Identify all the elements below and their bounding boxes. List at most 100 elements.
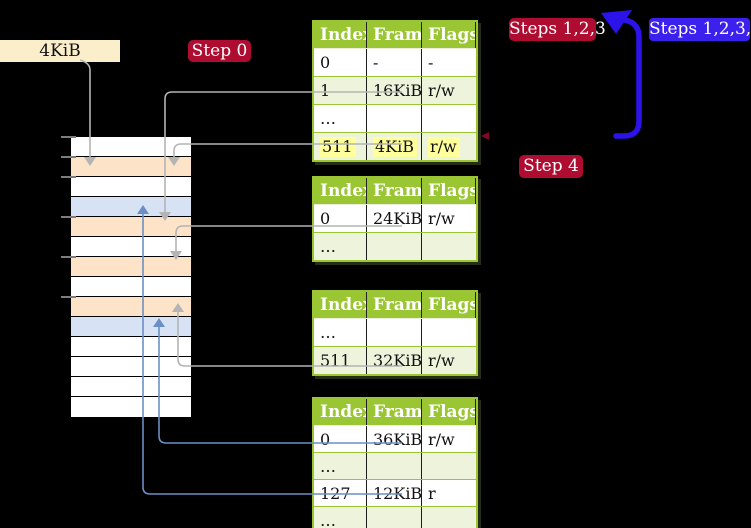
memory-frame-row (71, 397, 191, 417)
column-header: Flags (422, 22, 476, 48)
steps-1-2-3-4-badge: Steps 1,2,3,4 (649, 18, 751, 41)
column-header: Frame (367, 399, 422, 425)
memory-frame-row (71, 137, 191, 157)
table-cell (367, 105, 422, 132)
step-0-badge: Step 0 (188, 40, 251, 62)
address-tick (61, 216, 76, 218)
table-cell: … (314, 105, 367, 132)
memory-frame-row (71, 357, 191, 377)
column-header: Flags (422, 178, 476, 204)
table-cell (422, 233, 476, 260)
address-tick (61, 296, 76, 298)
table-cell: r (428, 483, 436, 503)
table-row: 511 4KiB r/w (314, 133, 476, 160)
memory-frame-row (71, 157, 191, 177)
address-tick (61, 256, 76, 258)
page-table-level-3: IndexFrameFlags024KiBr/w… (312, 176, 478, 262)
table-row: … (314, 233, 476, 260)
table-header-row: IndexFrameFlags (314, 292, 476, 319)
table-cell: r/w (428, 351, 455, 370)
memory-frame-row (71, 297, 191, 317)
column-header: Frame (367, 22, 422, 48)
table-row: … (314, 105, 476, 133)
table-row: … (314, 507, 476, 528)
table-row: 0-- (314, 49, 476, 77)
table-cell: 12KiB (367, 480, 422, 506)
table-cell: 127 (314, 480, 367, 506)
memory-frame-row (71, 237, 191, 257)
address-tick (61, 176, 76, 178)
table-cell: 0 (314, 205, 367, 232)
table-cell: - (367, 49, 422, 76)
column-header: Index (314, 292, 367, 318)
column-header: Index (314, 178, 367, 204)
table-header-row: IndexFrameFlags (314, 399, 476, 426)
table-cell (422, 453, 476, 479)
table-cell: - (428, 53, 434, 72)
table-cell: r/w (422, 133, 476, 160)
table-header-row: IndexFrameFlags (314, 22, 476, 49)
table-cell: 0 (314, 426, 367, 452)
memory-frame-row (71, 197, 191, 217)
table-cell: … (314, 319, 367, 346)
memory-frame-row (71, 177, 191, 197)
table-cell (422, 507, 476, 528)
table-cell: r/w (428, 209, 455, 228)
memory-frame-row (71, 337, 191, 357)
table-cell (367, 453, 422, 479)
memory-frame-row (71, 277, 191, 297)
address-tick (61, 136, 76, 138)
table-cell: 0 (314, 49, 367, 76)
table-cell: 36KiB (367, 426, 422, 452)
column-header: Frame (367, 178, 422, 204)
frame-size-label: 4KiB (0, 40, 120, 62)
steps-flow-arrow (601, 10, 642, 139)
memory-frame-row (71, 257, 191, 277)
highlighted-value: 4KiB (373, 136, 418, 157)
step-4-badge: Step 4 (519, 155, 583, 178)
table-cell: 16KiB (367, 77, 422, 104)
memory-frame-row (71, 217, 191, 237)
table-cell: 511 (314, 347, 367, 374)
highlighted-value: r/w (428, 136, 460, 157)
entry-pointer-tick-icon (481, 132, 489, 140)
column-header: Index (314, 22, 367, 48)
address-tick (61, 156, 76, 158)
table-cell (367, 319, 422, 346)
page-table-level-1: IndexFrameFlags036KiBr/w…12712KiBr… (312, 397, 478, 528)
highlighted-value: 511 (320, 136, 356, 157)
table-cell: … (314, 233, 367, 260)
table-cell: r/w (428, 81, 455, 100)
table-cell: r/w (428, 429, 455, 449)
table-row: … (314, 453, 476, 480)
column-header: Frame (367, 292, 422, 318)
memory-tick-marks (61, 136, 76, 418)
table-header-row: IndexFrameFlags (314, 178, 476, 205)
physical-memory-stack (70, 136, 192, 418)
table-cell (367, 507, 422, 528)
table-cell: 511 (314, 133, 367, 160)
column-header: Flags (422, 399, 476, 425)
column-header: Flags (422, 292, 476, 318)
table-cell (422, 105, 476, 132)
table-cell: … (314, 453, 367, 479)
table-cell: 24KiB (367, 205, 422, 232)
table-cell (367, 233, 422, 260)
steps-flow-arrow-shaft (613, 17, 642, 139)
table-cell (422, 319, 476, 346)
table-cell: 1 (314, 77, 367, 104)
steps-1-2-3-badge: Steps 1,2,3 (509, 18, 606, 41)
table-row: … (314, 319, 476, 347)
table-cell: … (314, 507, 367, 528)
column-header: Index (314, 399, 367, 425)
table-cell: 4KiB (367, 133, 422, 160)
memory-frame-row (71, 377, 191, 397)
